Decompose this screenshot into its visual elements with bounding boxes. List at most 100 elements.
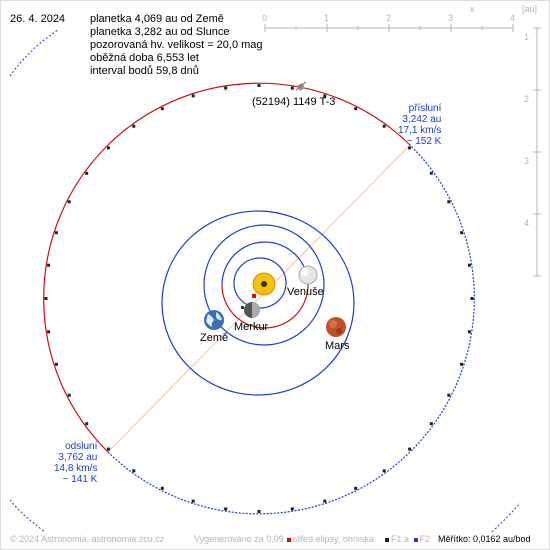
orbit-point xyxy=(47,330,51,334)
scale-x-label: x xyxy=(470,4,475,14)
info-period: oběžná doba 6,553 let xyxy=(90,52,199,64)
info-interval: interval bodů 59,8 dnů xyxy=(90,65,199,77)
scale-bar xyxy=(264,24,541,277)
legend-center-text: střed elipsy, ohniska xyxy=(293,534,374,544)
orbit-point xyxy=(323,499,327,503)
date-label: 26. 4. 2024 xyxy=(10,13,66,25)
outer-orbit-arc-bottom xyxy=(9,499,46,533)
perihelion-temp: ~ 152 K xyxy=(406,136,442,147)
sun xyxy=(252,272,276,296)
orbit-point xyxy=(132,469,136,473)
scale-vtick-1: 1 xyxy=(524,32,530,42)
scale-tick-2: 2 xyxy=(386,13,392,23)
outer-orbit-arc-top xyxy=(9,29,59,77)
orbit-point xyxy=(382,469,386,473)
orbit-point xyxy=(160,107,164,111)
orbit-point xyxy=(290,507,294,511)
venus-planet xyxy=(298,265,318,285)
aphelion-info: odsluní 3,762 au 14,8 km/s ~ 141 K xyxy=(54,441,97,485)
mars-planet xyxy=(326,317,346,337)
scale-unit: [au] xyxy=(522,4,538,14)
orbit-point xyxy=(160,486,164,490)
legend-f2-swatch xyxy=(413,537,418,542)
orbit-point xyxy=(257,84,261,87)
orbit-point xyxy=(429,171,433,175)
asteroid-marker xyxy=(295,81,307,92)
orbit-point xyxy=(323,94,327,98)
info-magnitude: pozorovaná hv. velikost = 20,0 mag xyxy=(90,39,263,51)
orbit-point xyxy=(191,499,195,503)
footer-copyright: © 2024 Astronomia, astronomia.zcu.cz xyxy=(10,534,165,544)
info-sun-distance: planetka 3,282 au od Slunce xyxy=(90,26,230,38)
orbit-point xyxy=(408,146,412,150)
perihelion-title: přísluní xyxy=(408,103,442,114)
orbit-point xyxy=(290,86,294,90)
venus-label: Venuše xyxy=(287,286,324,298)
info-panel: planetka 4,069 au od Země planetka 3,282… xyxy=(90,13,263,78)
footer-scale: Měřítko: 0,0162 au/bod xyxy=(438,534,531,544)
footer-legend-focus: F1 a F2 xyxy=(385,534,430,544)
focus-marker xyxy=(241,306,244,309)
earth-planet xyxy=(204,310,224,330)
asteroid-orbit-red xyxy=(43,82,411,453)
scale-tick-0: 0 xyxy=(262,13,268,23)
ellipse-center-marker xyxy=(252,294,256,298)
orbit-point xyxy=(467,330,471,334)
legend-f1-text: F1 a xyxy=(391,534,410,544)
asteroid-orbit-blue xyxy=(107,144,475,515)
aphelion-speed: 14,8 km/s xyxy=(54,463,98,474)
orbit-point xyxy=(44,297,48,300)
orbit-point xyxy=(354,107,358,111)
mercury-label: Merkur xyxy=(234,321,269,333)
orbit-point xyxy=(447,200,451,204)
orbit-point xyxy=(447,393,451,397)
footer-legend-center: střed elipsy, ohniska xyxy=(287,534,374,544)
legend-f1-swatch xyxy=(385,537,389,542)
orbit-point xyxy=(106,447,110,451)
asteroid-orbit-points xyxy=(44,84,474,513)
orbit-point xyxy=(191,94,195,98)
asteroid-label: (52194) 1149 T-3 xyxy=(252,96,336,108)
mercury-orbit xyxy=(233,257,287,309)
orbit-point xyxy=(132,124,136,128)
orbit-point xyxy=(224,507,228,511)
orbit-point xyxy=(460,231,464,235)
scale-tick-4: 4 xyxy=(510,13,516,23)
mars-orbit xyxy=(161,210,355,396)
orbit-point xyxy=(54,231,58,235)
aphelion-title: odsluní xyxy=(65,441,98,452)
earth-orbit xyxy=(203,224,325,346)
orbit-point xyxy=(467,263,471,267)
perihelion-distance: 3,242 au xyxy=(402,114,442,125)
legend-f2-text: F2 xyxy=(419,534,431,544)
aphelion-distance: 3,762 au xyxy=(58,452,98,463)
footer-generated: Vygenerováno za 0,09 s xyxy=(194,534,291,544)
legend-center-swatch xyxy=(287,537,291,542)
orbit-point xyxy=(54,362,58,366)
orbit-point xyxy=(354,486,358,490)
earth-label: Země xyxy=(200,332,229,344)
orbit-point xyxy=(382,124,386,128)
orbit-point xyxy=(85,422,89,426)
mercury-planet xyxy=(244,302,260,318)
scale-vtick-3: 3 xyxy=(524,156,530,166)
perihelion-speed: 17,1 km/s xyxy=(398,125,442,136)
orbit-point xyxy=(408,447,412,451)
orbit-point xyxy=(67,200,71,204)
orbit-point xyxy=(47,263,51,267)
orbit-point xyxy=(429,422,433,426)
orbit-point xyxy=(85,171,89,175)
aphelion-temp: ~ 141 K xyxy=(62,474,98,485)
info-earth-distance: planetka 4,069 au od Země xyxy=(90,13,224,25)
scale-vtick-4: 4 xyxy=(524,218,530,228)
perihelion-info: přísluní 3,242 au 17,1 km/s ~ 152 K xyxy=(398,103,441,147)
scale-tick-1: 1 xyxy=(324,13,330,23)
scale-tick-3: 3 xyxy=(448,13,454,23)
orbit-point xyxy=(67,393,71,397)
outer-orbit-arc-right xyxy=(491,502,521,533)
orbit-point xyxy=(106,146,110,150)
apsidal-line xyxy=(107,144,411,453)
scale-vtick-2: 2 xyxy=(524,94,530,104)
orbit-point xyxy=(224,86,228,90)
orbit-point xyxy=(460,362,464,366)
